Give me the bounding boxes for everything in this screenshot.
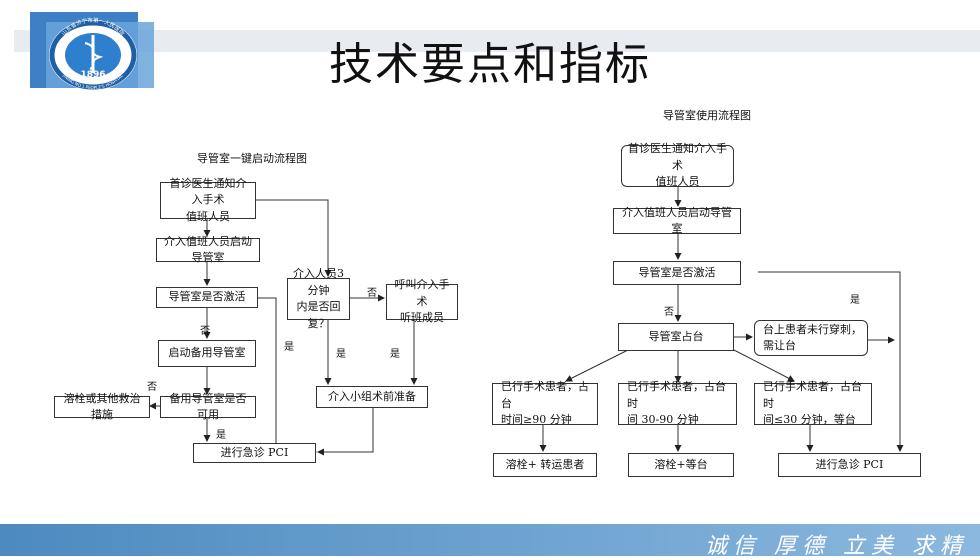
label-yes: 是 <box>390 349 400 360</box>
label-no: 否 <box>200 326 210 337</box>
logo-year: 1896 <box>80 70 105 80</box>
node-thrombolysis-wait: 溶栓+等台 <box>628 453 734 477</box>
label-no: 否 <box>367 288 377 299</box>
label-yes: 是 <box>336 349 346 360</box>
node-under-30min: 已行手术患者，占台时 间≤30 分钟，等台 <box>754 380 872 426</box>
node-call-standby: 呼叫介入手术 听班成员 <box>386 278 458 324</box>
node-notify-team: 首诊医生通知介入手术 值班人员 <box>621 142 734 188</box>
label-yes: 是 <box>284 342 294 353</box>
node-notify-team: 首诊医生通知介入手术 值班人员 <box>160 177 256 223</box>
label-yes: 是 <box>216 430 226 441</box>
top-band <box>14 30 980 52</box>
node-cathlab-occupied: 导管室占台 <box>618 323 734 351</box>
hospital-slogan: 诚信 厚德 立美 求精 <box>705 534 968 559</box>
node-team-prep: 介入小组术前准备 <box>316 386 428 408</box>
hospital-logo: 1896 山东省济宁市第一人民医院 JINING NO.1 PEOPLE'S H… <box>49 16 137 90</box>
slide-title: 技术要点和指标 <box>329 39 651 90</box>
bottom-band <box>0 524 980 556</box>
node-cathlab-activated: 导管室是否激活 <box>156 287 258 308</box>
node-start-backup-cathlab: 启动备用导管室 <box>158 340 256 367</box>
label-no: 否 <box>664 307 674 318</box>
node-emergency-pci: 进行急诊 PCI <box>193 443 316 463</box>
node-thrombolysis-transfer: 溶栓+ 转运患者 <box>493 453 597 477</box>
right-chart-title: 导管室使用流程图 <box>663 109 751 122</box>
node-30-90min: 已行手术患者，占台时 间 30-90 分钟 <box>618 380 737 426</box>
node-backup-available: 备用导管室是否可用 <box>160 392 256 421</box>
node-cathlab-activated: 导管室是否激活 <box>613 261 741 285</box>
node-over-90min: 已行手术患者，占台 时间≥90 分钟 <box>492 380 598 426</box>
node-yield-table: 台上患者未行穿刺， 需让台 <box>754 320 868 356</box>
label-yes: 是 <box>850 295 860 306</box>
node-start-cathlab: 介入值班人员启动导管室 <box>156 235 260 264</box>
label-no: 否 <box>147 382 157 393</box>
node-emergency-pci: 进行急诊 PCI <box>778 453 921 477</box>
node-thrombolysis-other: 溶栓或其他救治措施 <box>54 392 150 421</box>
node-start-cathlab: 介入值班人员启动导管室 <box>613 206 741 235</box>
left-chart-title: 导管室一键启动流程图 <box>197 152 307 165</box>
node-reply-in-3min: 介入人员3分钟 内是否回复？ <box>287 267 350 330</box>
